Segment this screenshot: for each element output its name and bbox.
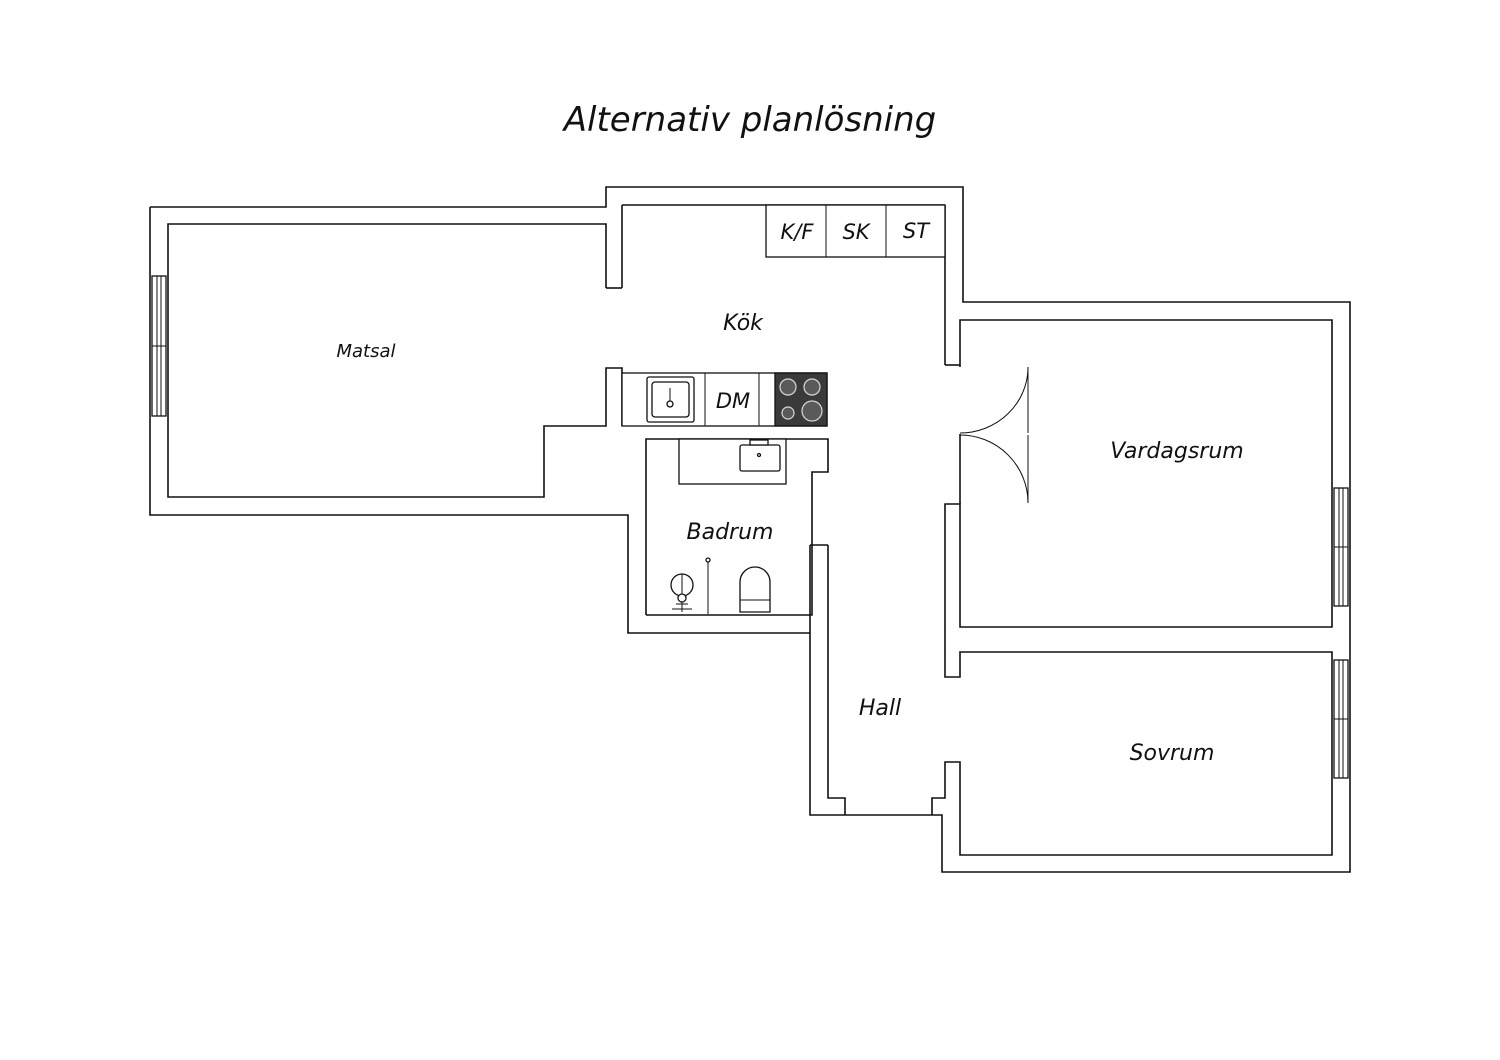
fixture-label-dm: DM xyxy=(716,389,750,413)
kitchen-upper-units xyxy=(765,204,946,258)
bathroom-vanity xyxy=(678,438,787,485)
shower-icon xyxy=(670,557,711,614)
fixture-label-kf: K/F xyxy=(781,220,815,244)
fixture-label-st: ST xyxy=(903,219,931,243)
badrum-walls xyxy=(645,438,829,616)
vardagsrum-window xyxy=(1333,487,1349,607)
room-label-badrum: Badrum xyxy=(687,520,774,545)
kitchen-sink xyxy=(646,376,695,423)
room-label-vardagsrum: Vardagsrum xyxy=(1110,439,1243,464)
matsal-window xyxy=(151,275,167,417)
room-label-hall: Hall xyxy=(859,696,901,721)
fixture-label-sk: SK xyxy=(842,220,871,244)
plan-title: Alternativ planlösning xyxy=(563,100,937,140)
room-label-matsal: Matsal xyxy=(336,341,395,362)
room-label-kok: Kök xyxy=(723,311,764,336)
vardagsrum-walls xyxy=(931,319,1333,856)
outer-wall-outline xyxy=(149,186,1351,873)
room-label-sovrum: Sovrum xyxy=(1130,741,1215,766)
stove-hob xyxy=(774,372,828,427)
toilet-icon xyxy=(739,566,771,613)
hall-walls xyxy=(809,544,846,815)
sovrum-window xyxy=(1333,659,1349,779)
vardagsrum-double-door xyxy=(959,366,1029,504)
